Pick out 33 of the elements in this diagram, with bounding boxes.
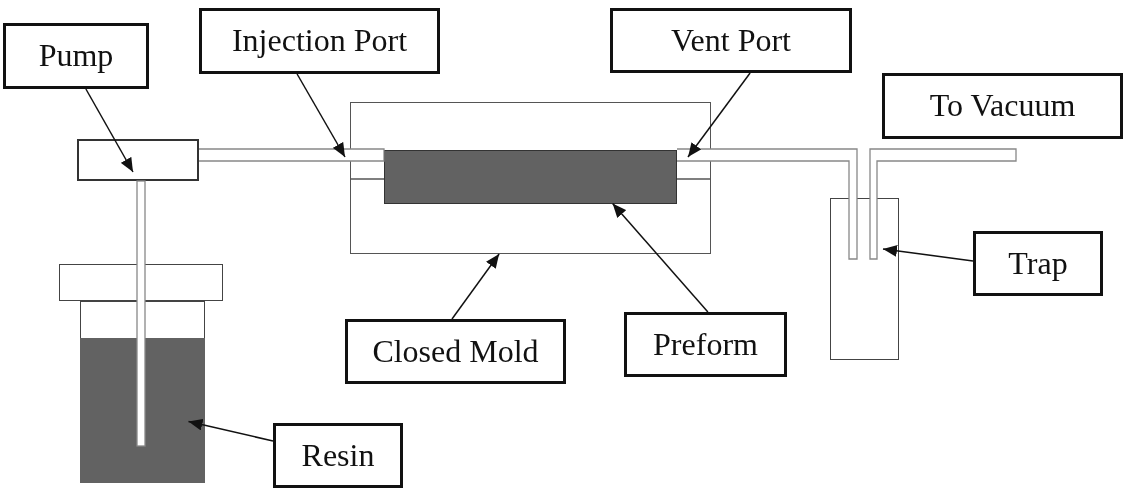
callout-label: Pump [38, 38, 114, 74]
callout-label: Injection Port [231, 23, 408, 59]
leader-arrow [611, 202, 709, 313]
callout-box [624, 312, 787, 377]
jar-lid [59, 264, 223, 301]
resin [79, 337, 205, 483]
callout-box [199, 8, 440, 74]
leader-arrow [882, 244, 974, 262]
injection-tube [199, 149, 384, 161]
suction-tube [137, 181, 145, 446]
closed-mold [350, 102, 711, 254]
callout-label: Closed Mold [372, 333, 539, 370]
callout-label: To Vacuum [929, 88, 1076, 124]
callout-box [345, 319, 566, 384]
preform [383, 149, 677, 204]
callout-label: Resin [301, 437, 375, 474]
callout-box [3, 23, 149, 89]
callout-box [273, 423, 403, 488]
vent-tube [677, 149, 857, 259]
callout-box [610, 8, 852, 73]
leader-arrow [296, 73, 346, 158]
leader-arrow [85, 88, 134, 173]
callout-label: Preform [653, 326, 758, 363]
leader-arrow [187, 418, 274, 442]
callout-box [973, 231, 1103, 296]
pump-body [77, 139, 199, 181]
callout-box [882, 73, 1123, 139]
leader-arrow [687, 72, 751, 158]
callout-label: Vent Port [671, 22, 791, 59]
resin-jar [80, 301, 205, 483]
leader-arrow [451, 253, 500, 320]
trap-container [830, 198, 899, 360]
callout-label: Trap [1008, 245, 1068, 282]
